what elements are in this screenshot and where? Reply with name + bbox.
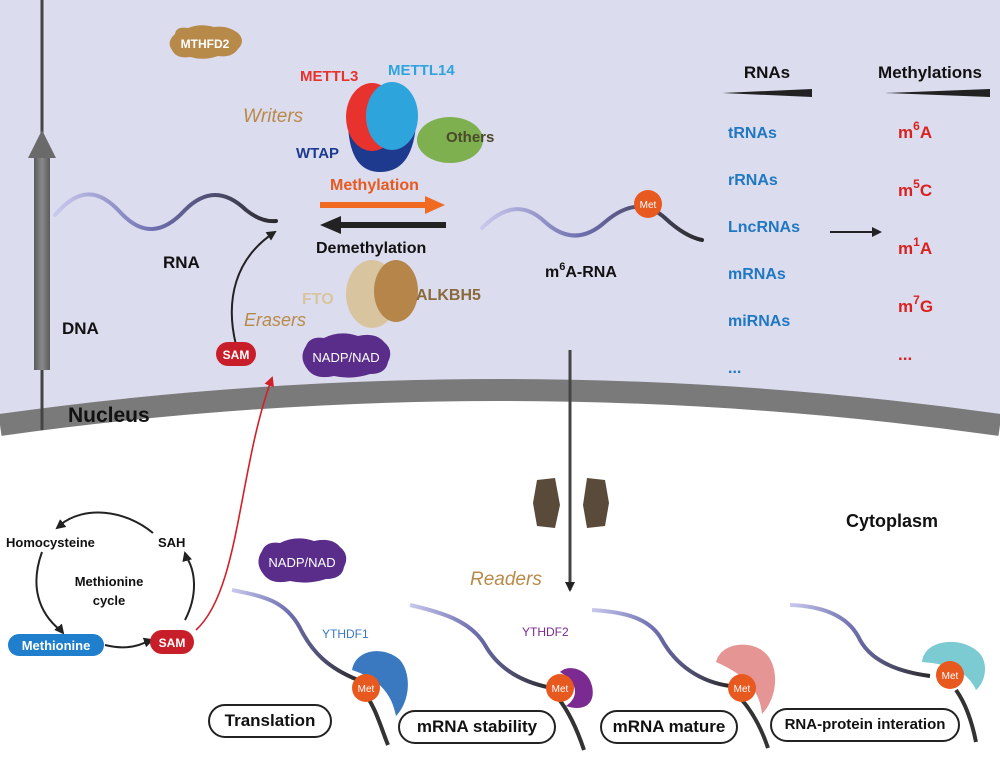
rna-label: RNA xyxy=(163,253,200,272)
outcome-rna-protein-interaction: RNA-protein interation xyxy=(770,708,960,742)
cycle-center-label-2: cycle xyxy=(93,593,126,608)
outcome-mrna-stability: mRNA stability xyxy=(398,710,556,744)
ythdf1-label: YTHDF1 xyxy=(322,627,369,641)
others-protein xyxy=(417,117,483,163)
ythdf1-protein xyxy=(352,651,408,716)
methionine-cycle-ring xyxy=(35,511,195,649)
rnas-header-bar xyxy=(722,89,812,97)
erasers-label: Erasers xyxy=(244,310,306,330)
sam-label-cycle: SAM xyxy=(159,636,186,650)
rna-strand-left xyxy=(53,192,278,231)
met-label-1: Met xyxy=(358,684,375,695)
cytoplasm-label: Cytoplasm xyxy=(846,511,938,531)
rna-type-item: rRNAs xyxy=(728,172,778,189)
cycle-arrow-homocysteine xyxy=(55,519,67,530)
homocysteine-label: Homocysteine xyxy=(6,535,95,550)
methylation-type-item: m6A xyxy=(898,119,932,142)
nadp-shape-nucleus xyxy=(302,333,391,378)
cycle-arrow-sah xyxy=(182,551,193,563)
sam-to-rna-arrow xyxy=(230,230,277,346)
methylation-type-item: m1A xyxy=(898,235,932,258)
nucleus-label: Nucleus xyxy=(68,404,150,427)
cycle-center-label-1: Methionine xyxy=(75,574,144,589)
reader-ythdf2-group: Met YTHDF2 xyxy=(409,603,593,751)
others-label: Others xyxy=(446,129,494,146)
methylation-type-list: m6A m5C m1A m7G... xyxy=(898,119,933,364)
m6a-rna-label: m6A-RNA xyxy=(545,261,617,281)
nadp-label-nucleus: NADP/NAD xyxy=(312,350,379,365)
nadp-label-cytoplasm: NADP/NAD xyxy=(268,555,335,570)
sam-label-nucleus: SAM xyxy=(223,348,250,362)
fto-label: FTO xyxy=(302,291,334,308)
reader-ythdf1-group: Met YTHDF1 xyxy=(231,588,408,746)
nuclear-pore-left xyxy=(533,478,560,528)
met-label-2: Met xyxy=(552,684,569,695)
methylation-more: ... xyxy=(898,345,912,364)
mettl14-protein xyxy=(366,82,418,150)
rna-strand-right xyxy=(480,204,704,242)
methylation-type-item: m5C xyxy=(898,177,932,200)
outcome-mrna-mature: mRNA mature xyxy=(600,710,738,744)
nuclear-envelope xyxy=(0,379,1000,436)
methionine-label: Methionine xyxy=(22,638,91,653)
readers-label: Readers xyxy=(470,569,542,590)
demethylation-arrow xyxy=(320,216,446,234)
alkbh5-protein xyxy=(374,260,418,322)
met-label-4: Met xyxy=(942,671,959,682)
alkbh5-label: ALKBH5 xyxy=(416,287,481,304)
rnas-header: RNAs xyxy=(744,63,790,82)
demethylation-label: Demethylation xyxy=(316,240,426,257)
dna-strand xyxy=(28,0,56,430)
methionine-badge xyxy=(8,634,104,656)
nucleus-region xyxy=(0,0,1000,415)
writers-label: Writers xyxy=(243,106,304,127)
methylation-label: Methylation xyxy=(330,177,419,194)
nuclear-pore-right xyxy=(583,478,609,528)
wtap-label: WTAP xyxy=(296,145,339,162)
reader-4-group: Met xyxy=(789,603,986,743)
ythdf2-label: YTHDF2 xyxy=(522,625,569,639)
mettl14-label: METTL14 xyxy=(388,62,455,79)
sam-export-arrow xyxy=(195,376,274,631)
reader-3-group: Met xyxy=(591,608,776,749)
mthfd2-label: MTHFD2 xyxy=(181,37,230,51)
dna-label: DNA xyxy=(62,319,99,338)
rna-type-item: miRNAs xyxy=(728,313,790,330)
outcome-translation: Translation xyxy=(208,704,332,738)
rna-type-item: LncRNAs xyxy=(728,219,800,236)
met-label-nucleus: Met xyxy=(640,200,657,211)
cycle-arrow-methionine xyxy=(54,623,65,635)
mettl3-label: METTL3 xyxy=(300,68,358,85)
methylation-type-item: m7G xyxy=(898,293,933,316)
met-mark-nucleus xyxy=(634,190,662,218)
mthfd2-shape xyxy=(169,25,242,59)
methylations-header-bar xyxy=(885,89,990,97)
sah-label: SAH xyxy=(158,535,185,550)
methylations-header: Methylations xyxy=(878,63,982,82)
sam-badge-nucleus xyxy=(216,342,256,366)
rna-type-item: mRNAs xyxy=(728,266,786,283)
methylation-arrow xyxy=(320,196,445,214)
rna-type-item: ... xyxy=(728,360,741,377)
nadp-shape-cytoplasm xyxy=(258,538,347,583)
sam-badge-cycle xyxy=(150,630,194,654)
rna-type-item: tRNAs xyxy=(728,125,777,142)
met-label-3: Met xyxy=(734,684,751,695)
